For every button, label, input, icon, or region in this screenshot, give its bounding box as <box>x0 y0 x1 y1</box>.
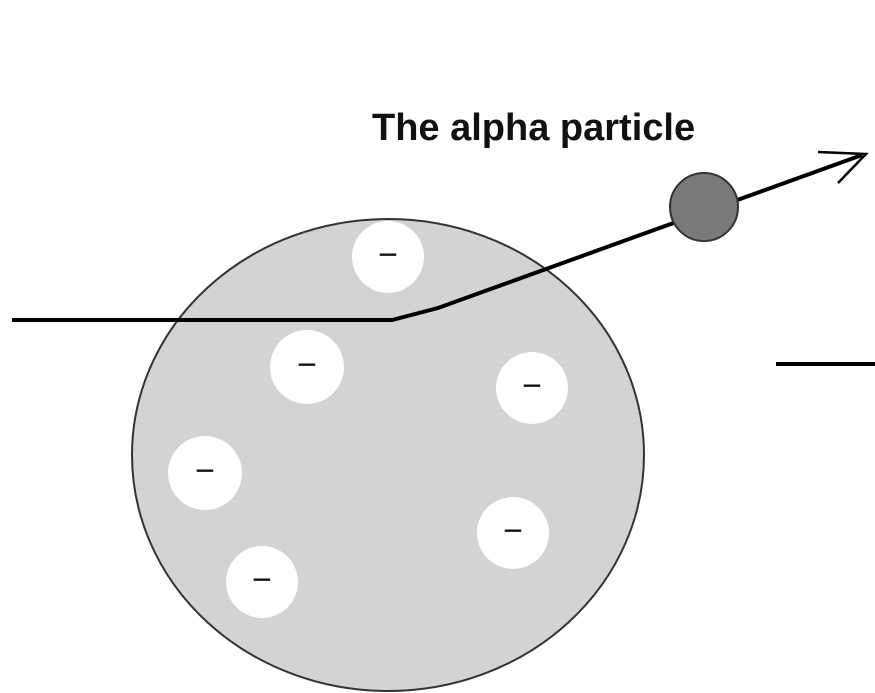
alpha-particle-path <box>12 153 863 322</box>
electron: − <box>270 330 344 404</box>
electron-charge: − <box>195 452 215 490</box>
alpha-particle <box>669 172 739 242</box>
arrowhead-icon <box>817 150 869 184</box>
electron-charge: − <box>522 367 542 405</box>
electron-charge: − <box>252 561 272 599</box>
electron: − <box>226 546 298 618</box>
electron-charge: − <box>378 236 398 274</box>
electron: − <box>477 497 549 569</box>
electron: − <box>496 352 568 424</box>
alpha-particle-label: The alpha particle <box>372 107 695 149</box>
electron: − <box>352 221 424 293</box>
electron-charge: − <box>297 346 317 384</box>
electron-charge: − <box>503 512 523 550</box>
electron: − <box>168 436 242 510</box>
